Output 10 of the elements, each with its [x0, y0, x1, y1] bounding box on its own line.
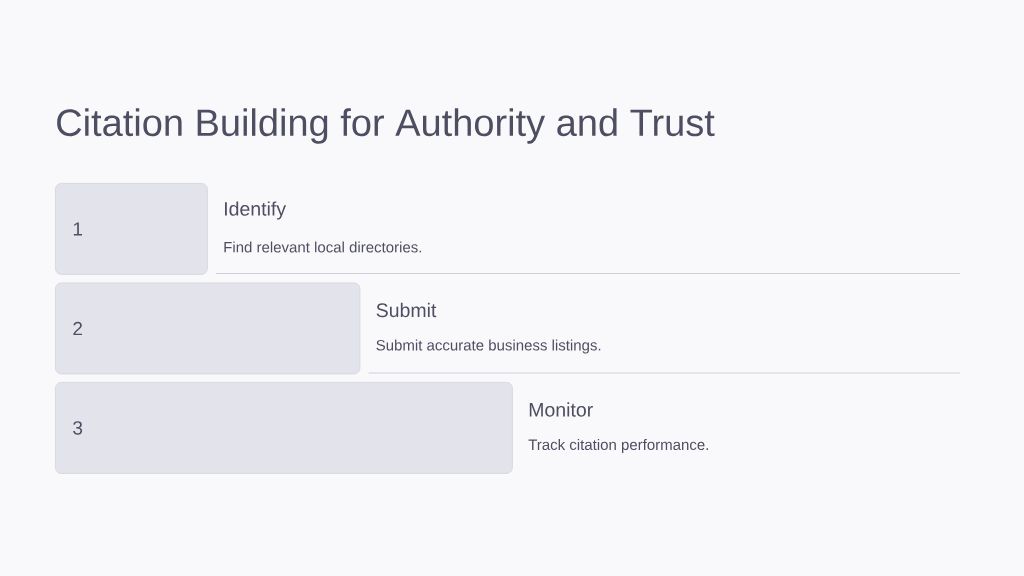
step-description: Track citation performance.: [528, 439, 708, 453]
step-box: 2: [55, 282, 361, 375]
title: Citation Building for Authority and Trust: [57, 108, 715, 144]
step-heading: Monitor: [529, 402, 593, 417]
step-description: Find relevant local directories.: [224, 241, 422, 253]
step-heading: Submit: [376, 302, 437, 318]
step-box: 1: [55, 183, 208, 275]
step-description: Submit accurate business listings.: [376, 339, 601, 354]
step-box: 3: [55, 382, 513, 474]
step-heading: Identify: [225, 201, 287, 220]
